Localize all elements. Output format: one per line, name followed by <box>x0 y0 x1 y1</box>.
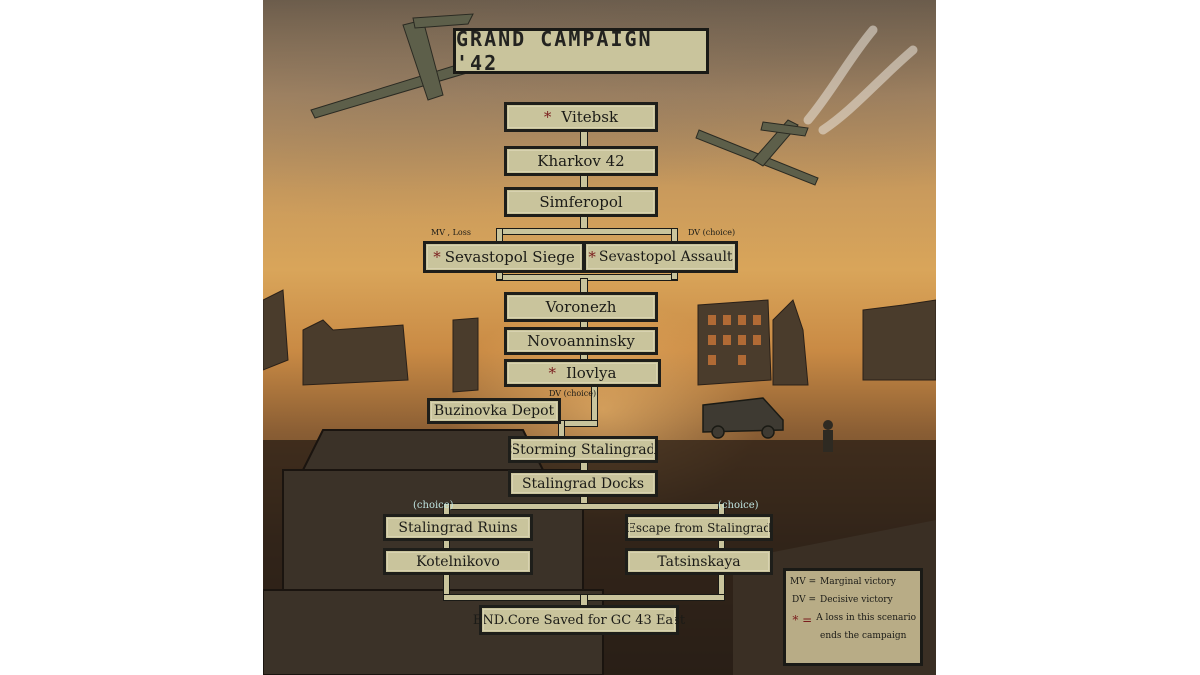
fighter-plane-icon <box>695 119 819 186</box>
smoke-trail-icon <box>803 25 918 135</box>
window-grid-icon <box>708 315 761 365</box>
scenario-simferopol[interactable]: Simferopol <box>504 187 658 217</box>
legend-row-loss-cont: ends the campaign <box>790 631 916 641</box>
scenario-escape-from-stalingrad[interactable]: Escape from Stalingrad <box>625 514 773 541</box>
branch-label-dv-choice: DV (choice) <box>688 228 736 237</box>
scenario-label: Stalingrad Docks <box>521 475 645 492</box>
scenario-novoanninsky[interactable]: Novoanninsky <box>504 327 658 355</box>
legend-text: A loss in this scenario <box>816 613 916 623</box>
legend-text: ends the campaign <box>820 631 907 641</box>
scenario-ilovlya[interactable]: * Ilovlya <box>504 359 661 387</box>
scenario-voronezh[interactable]: Voronezh <box>504 292 658 322</box>
loss-marker-icon: * <box>433 248 441 266</box>
scenario-label: Buzinovka Depot <box>433 403 555 419</box>
campaign-map: GRAND CAMPAIGN '42 * Vitebsk Kharkov 42 … <box>263 0 936 675</box>
loss-marker-icon: * = <box>792 613 813 627</box>
scenario-tatsinskaya[interactable]: Tatsinskaya <box>625 548 773 575</box>
legend-row-mv: MV = Marginal victory <box>790 577 916 587</box>
branch-label-choice-left: (choice) <box>413 500 454 511</box>
legend-row-loss: * = A loss in this scenario <box>790 613 916 627</box>
legend-row-dv: DV = Decisive victory <box>790 595 916 605</box>
campaign-title: GRAND CAMPAIGN '42 <box>453 27 709 75</box>
branch-label-dv-choice-small: DV (choice) <box>549 389 597 398</box>
scenario-sevastopol-assault[interactable]: * Sevastopol Assault <box>583 241 738 273</box>
scenario-label: Sevastopol Siege <box>444 248 575 266</box>
scenario-vitebsk[interactable]: * Vitebsk <box>504 102 658 132</box>
legend-text: Marginal victory <box>820 577 896 587</box>
scenario-storming-stalingrad[interactable]: Storming Stalingrad <box>508 436 658 463</box>
scenario-sevastopol-siege[interactable]: * Sevastopol Siege <box>423 241 585 273</box>
scenario-label: Kotelnikovo <box>416 553 500 570</box>
legend-text: Decisive victory <box>820 595 893 605</box>
ruined-buildings-icon <box>263 289 936 393</box>
scenario-label: Novoanninsky <box>527 332 635 350</box>
loss-marker-icon: * <box>588 248 596 266</box>
scenario-label: Voronezh <box>545 298 617 316</box>
branch-label-choice-right: (choice) <box>718 500 759 511</box>
end-node[interactable]: END.Core Saved for GC 43 East <box>473 605 685 635</box>
scenario-kharkov-42[interactable]: Kharkov 42 <box>504 146 658 176</box>
connector <box>563 420 598 427</box>
legend-key: MV = <box>790 577 817 587</box>
scenario-label: Tatsinskaya <box>657 553 741 570</box>
scenario-label: Stalingrad Ruins <box>398 519 518 536</box>
scenario-kotelnikovo[interactable]: Kotelnikovo <box>383 548 533 575</box>
legend-key: DV = <box>792 595 816 605</box>
soldier-icon <box>823 420 833 452</box>
halftrack-icon <box>702 397 784 439</box>
scenario-stalingrad-docks[interactable]: Stalingrad Docks <box>508 470 658 497</box>
scenario-label: END.Core Saved for GC 43 East <box>472 612 686 628</box>
scenario-label: Storming Stalingrad <box>510 441 656 458</box>
loss-marker-icon: * <box>543 108 552 126</box>
scenario-label: Simferopol <box>539 193 623 211</box>
scenario-label: Sevastopol Assault <box>598 249 733 265</box>
legend: MV = Marginal victory DV = Decisive vict… <box>783 568 923 666</box>
connector <box>496 228 678 235</box>
connector <box>443 503 725 510</box>
scenario-stalingrad-ruins[interactable]: Stalingrad Ruins <box>383 514 533 541</box>
scenario-label: Vitebsk <box>561 108 619 126</box>
scenario-label: Escape from Stalingrad <box>627 520 771 535</box>
scenario-label: Kharkov 42 <box>537 152 625 170</box>
fighter-plane-icon <box>310 13 478 119</box>
scenario-buzinovka-depot[interactable]: Buzinovka Depot <box>427 398 561 424</box>
scenario-label: Ilovlya <box>566 364 617 382</box>
branch-label-mv-loss: MV , Loss <box>431 228 471 237</box>
loss-marker-icon: * <box>548 364 557 382</box>
